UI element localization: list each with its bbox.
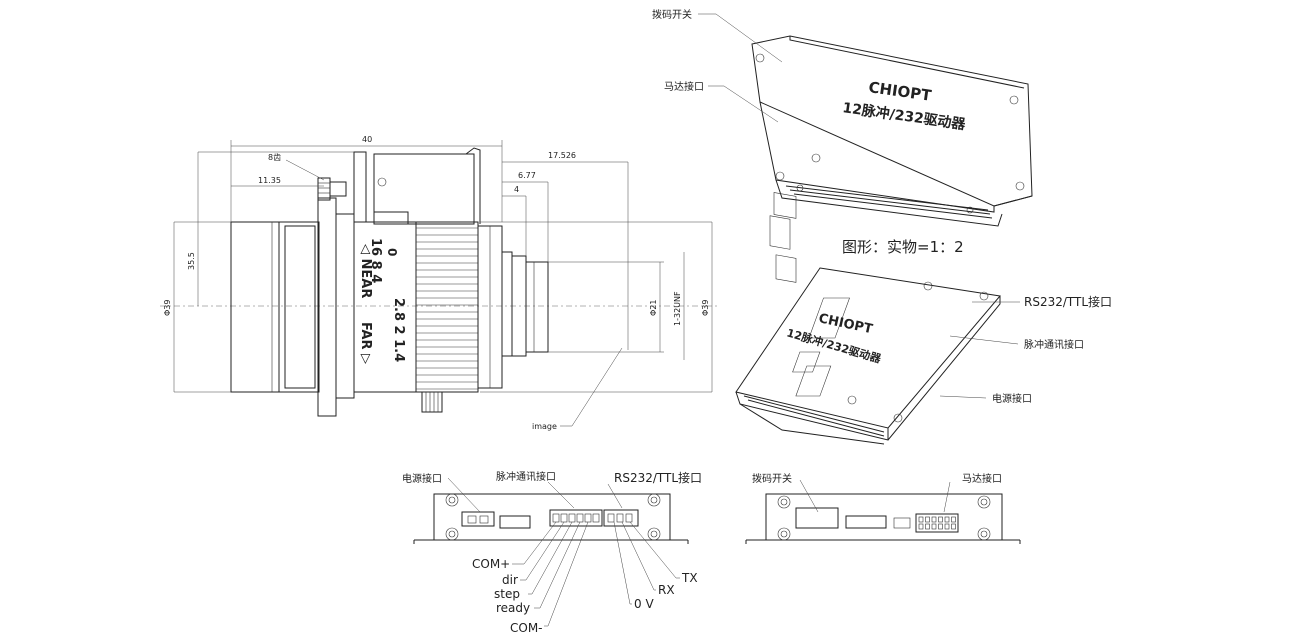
pin-ready: ready bbox=[496, 601, 530, 615]
pin-dir: dir bbox=[502, 573, 518, 587]
driver-mid-brand: CHIOPT bbox=[817, 311, 874, 337]
driver-mid-view: CHIOPT 12脉冲/232驱动器 RS232/TTL接口 脉冲通讯接口 电源… bbox=[735, 267, 1112, 445]
far-marking: FAR ▷ bbox=[358, 322, 373, 364]
callout-power-front: 电源接口 bbox=[402, 472, 442, 485]
motor-pin bbox=[918, 523, 924, 530]
dim-gear-offset: 11.35 bbox=[258, 176, 281, 185]
driver-front-view: 电源接口 脉冲通讯接口 RS232/TTL接口 COM+ dir step re… bbox=[402, 470, 702, 635]
pin-com-minus: COM- bbox=[510, 621, 543, 635]
driver-top-view: CHIOPT 12脉冲/232驱动器 拨码开关 马达接口 图形：实物=1：2 bbox=[652, 8, 1033, 283]
pin-com-plus: COM+ bbox=[472, 557, 510, 571]
dim-dia-21: Φ21 bbox=[649, 300, 658, 316]
near-marking: ◁ NEAR bbox=[358, 244, 373, 298]
pulse-pin bbox=[576, 513, 584, 523]
motor-pin bbox=[918, 516, 924, 523]
callout-motor-port-back: 马达接口 bbox=[962, 472, 1002, 485]
dim-back-a: 6.77 bbox=[518, 171, 536, 180]
motor-pin bbox=[951, 516, 956, 523]
motor-pin bbox=[938, 523, 943, 530]
driver-top-model: 12脉冲/232驱动器 bbox=[841, 99, 967, 133]
motor-pin bbox=[925, 523, 930, 530]
scale-note: 图形：实物=1：2 bbox=[842, 238, 964, 256]
callout-rs232-front: RS232/TTL接口 bbox=[614, 470, 702, 485]
rs232-pin bbox=[616, 513, 624, 523]
callout-motor-port-top: 马达接口 bbox=[664, 80, 704, 93]
dim-overall-length: 40 bbox=[362, 135, 372, 144]
driver-back-view: 拨码开关 马达接口 bbox=[745, 472, 1021, 544]
callout-dip-switch-top: 拨码开关 bbox=[652, 8, 692, 21]
motor-pin bbox=[931, 516, 937, 523]
lens-drawing: 16 8 4 0 ◁ NEAR 2.8 2 1.4 FAR ▷ 40 8齿 11… bbox=[160, 135, 720, 431]
zero-marking: 0 bbox=[385, 248, 399, 256]
callout-pulse-front: 脉冲通讯接口 bbox=[496, 470, 556, 483]
driver-top-brand: CHIOPT bbox=[867, 78, 933, 105]
dim-dia-39-right: Φ39 bbox=[701, 300, 710, 316]
callout-power-mid: 电源接口 bbox=[992, 392, 1032, 405]
callout-rs232-mid: RS232/TTL接口 bbox=[1024, 294, 1112, 309]
motor-pin bbox=[951, 523, 956, 530]
pin-tx: TX bbox=[681, 571, 698, 585]
dim-height-35-5: 35.5 bbox=[187, 252, 196, 270]
motor-pin bbox=[931, 523, 937, 530]
motor-pin bbox=[944, 523, 950, 530]
motor-pin bbox=[938, 516, 943, 523]
pin-step: step bbox=[494, 587, 520, 601]
dim-flange-back: 17.526 bbox=[548, 151, 576, 160]
motor-pin bbox=[944, 516, 950, 523]
image-plane-label: image bbox=[532, 422, 557, 431]
pulse-pin bbox=[568, 513, 576, 523]
callout-dip-switch-back: 拨码开关 bbox=[752, 472, 792, 485]
aperture-marking: 16 8 4 bbox=[368, 238, 383, 283]
pulse-pin bbox=[592, 513, 600, 523]
motor-pin bbox=[925, 516, 930, 523]
pin-rx: RX bbox=[658, 583, 675, 597]
dim-thread: 1-32UNF bbox=[673, 291, 682, 326]
pulse-pin bbox=[552, 513, 560, 523]
pulse-pin bbox=[560, 513, 568, 523]
pin-0v: 0 V bbox=[634, 597, 654, 611]
dim-back-b: 4 bbox=[514, 185, 519, 194]
rs232-pin bbox=[607, 513, 615, 523]
rs232-pin bbox=[625, 513, 633, 523]
pulse-pin bbox=[584, 513, 592, 523]
gear-teeth-label: 8齿 bbox=[268, 153, 281, 162]
callout-pulse-mid: 脉冲通讯接口 bbox=[1024, 338, 1084, 351]
distance-marking: 2.8 2 1.4 bbox=[391, 298, 406, 362]
dim-dia-39-left: Φ39 bbox=[163, 300, 172, 316]
